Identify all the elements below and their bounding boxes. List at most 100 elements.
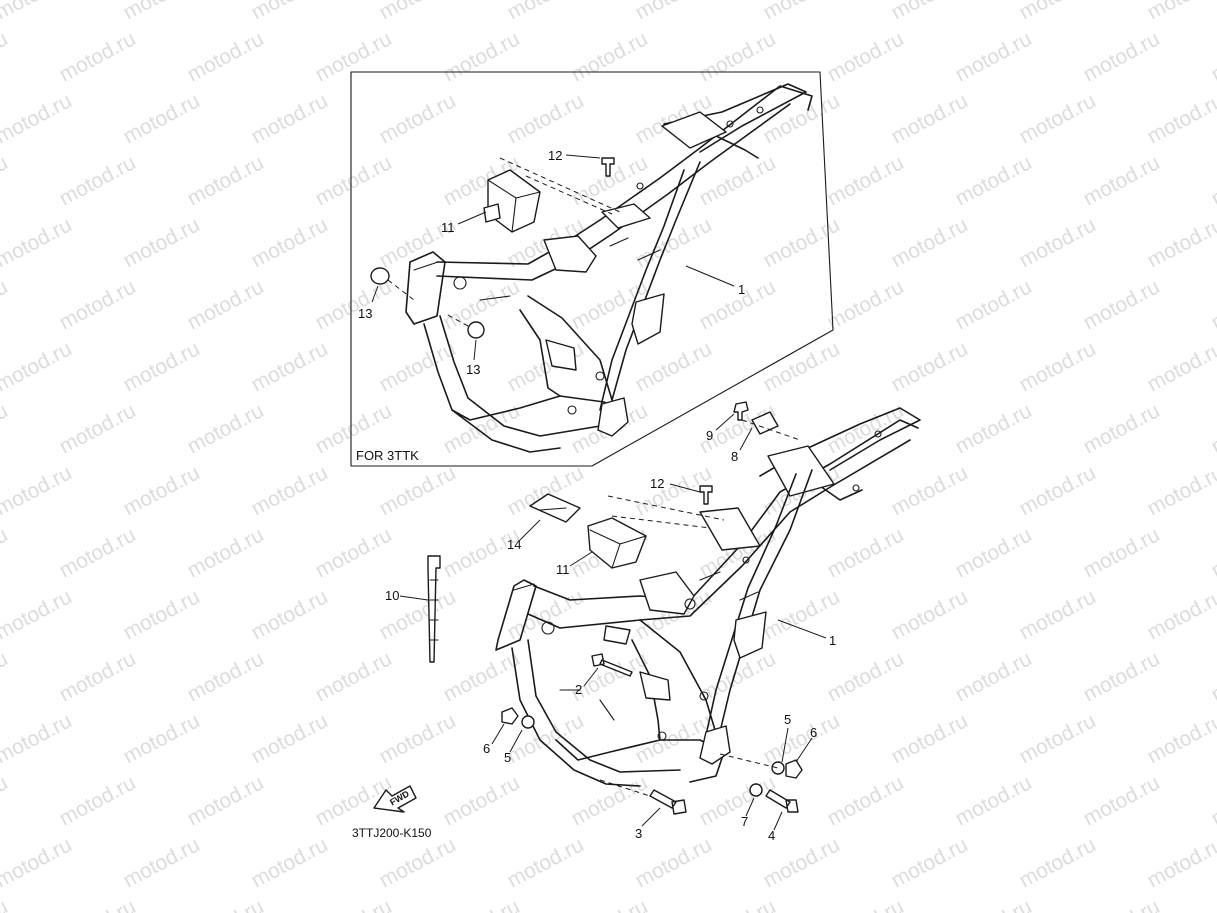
- watermark-text: motod.ru: [120, 89, 204, 148]
- watermark-text: motod.ru: [696, 895, 780, 913]
- watermark-text: motod.ru: [1208, 399, 1217, 458]
- watermark-text: motod.ru: [56, 523, 140, 582]
- watermark-text: motod.ru: [376, 0, 460, 24]
- watermark-text: motod.ru: [824, 771, 908, 830]
- watermark-text: motod.ru: [184, 771, 268, 830]
- watermark-text: motod.ru: [248, 213, 332, 272]
- watermark-text: motod.ru: [0, 213, 76, 272]
- watermark-text: motod.ru: [632, 0, 716, 24]
- bolt-3: [649, 789, 687, 815]
- watermark-text: motod.ru: [632, 213, 716, 272]
- washer-5-left: [521, 715, 535, 729]
- watermark-text: motod.ru: [504, 0, 588, 24]
- watermark-text: motod.ru: [1144, 461, 1217, 520]
- callout-main-7: 7: [741, 814, 748, 829]
- watermark-text: motod.ru: [312, 895, 396, 913]
- watermark-text: motod.ru: [1016, 337, 1100, 396]
- main-dash-line: [607, 495, 725, 529]
- callout-inset-13b: 13: [466, 362, 480, 377]
- watermark-text: motod.ru: [1208, 151, 1217, 210]
- watermark-text: motod.ru: [56, 27, 140, 86]
- watermark-text: motod.ru: [0, 647, 12, 706]
- watermark-text: motod.ru: [824, 523, 908, 582]
- watermark-text: motod.ru: [1144, 337, 1217, 396]
- callout-main-4: 4: [768, 828, 775, 843]
- watermark-text: motod.ru: [0, 523, 12, 582]
- watermark-text: motod.ru: [248, 0, 332, 24]
- watermark-text: motod.ru: [760, 337, 844, 396]
- watermark-text: motod.ru: [184, 647, 268, 706]
- bolt-2: [591, 653, 633, 677]
- watermark-text: motod.ru: [0, 833, 76, 892]
- watermark-text: motod.ru: [952, 771, 1036, 830]
- watermark-text: motod.ru: [120, 213, 204, 272]
- watermark-text: motod.ru: [952, 647, 1036, 706]
- watermark-text: motod.ru: [248, 585, 332, 644]
- nut-6-right: [785, 759, 803, 779]
- watermark-text: motod.ru: [440, 895, 524, 913]
- watermark-text: motod.ru: [1080, 771, 1164, 830]
- watermark-text: motod.ru: [0, 709, 76, 768]
- watermark-text: motod.ru: [56, 895, 140, 913]
- watermark-text: motod.ru: [248, 833, 332, 892]
- watermark-text: motod.ru: [184, 523, 268, 582]
- watermark-text: motod.ru: [888, 89, 972, 148]
- watermark-text: motod.ru: [120, 833, 204, 892]
- watermark-text: motod.ru: [0, 771, 12, 830]
- watermark-text: motod.ru: [0, 89, 76, 148]
- cable-tie-10: [427, 555, 441, 663]
- watermark-text: motod.ru: [376, 89, 460, 148]
- inset-panel: FOR 3TTK: [350, 71, 834, 467]
- watermark-text: motod.ru: [568, 27, 652, 86]
- watermark-text: motod.ru: [0, 399, 12, 458]
- watermark-text: motod.ru: [120, 709, 204, 768]
- watermark-text: motod.ru: [56, 647, 140, 706]
- watermark-text: motod.ru: [440, 647, 524, 706]
- inset-border: [350, 71, 834, 467]
- callout-main-1: 1: [829, 633, 836, 648]
- bolt-12: [699, 485, 713, 505]
- callout-main-6a: 6: [483, 741, 490, 756]
- callout-main-3: 3: [635, 826, 642, 841]
- pad-14: [529, 493, 581, 523]
- watermark-text: motod.ru: [888, 213, 972, 272]
- watermark-text: motod.ru: [1080, 275, 1164, 334]
- callout-main-10: 10: [385, 588, 399, 603]
- watermark-text: motod.ru: [1080, 523, 1164, 582]
- watermark-text: motod.ru: [1208, 895, 1217, 913]
- watermark-text: motod.ru: [824, 151, 908, 210]
- watermark-text: motod.ru: [56, 771, 140, 830]
- watermark-text: motod.ru: [376, 709, 460, 768]
- watermark-text: motod.ru: [1080, 27, 1164, 86]
- watermark-text: motod.ru: [952, 399, 1036, 458]
- watermark-text: motod.ru: [632, 337, 716, 396]
- watermark-text: motod.ru: [56, 399, 140, 458]
- main-leaders: [399, 413, 827, 831]
- watermark-text: motod.ru: [184, 151, 268, 210]
- watermark-text: motod.ru: [1016, 461, 1100, 520]
- watermark-text: motod.ru: [56, 151, 140, 210]
- inset-label: FOR 3TTK: [356, 448, 419, 463]
- callout-inset-12: 12: [548, 148, 562, 163]
- watermark-text: motod.ru: [760, 709, 844, 768]
- watermark-text: motod.ru: [1080, 647, 1164, 706]
- callout-main-5a: 5: [504, 750, 511, 765]
- watermark-text: motod.ru: [1144, 833, 1217, 892]
- watermark-text: motod.ru: [440, 523, 524, 582]
- watermark-text: motod.ru: [760, 213, 844, 272]
- watermark-text: motod.ru: [1080, 151, 1164, 210]
- watermark-text: motod.ru: [888, 709, 972, 768]
- washer-7: [749, 783, 763, 797]
- watermark-text: motod.ru: [312, 647, 396, 706]
- inset-frame: [405, 83, 813, 453]
- watermark-text: motod.ru: [1208, 275, 1217, 334]
- watermark-text: motod.ru: [120, 337, 204, 396]
- watermark-text: motod.ru: [376, 337, 460, 396]
- watermark-text: motod.ru: [1208, 647, 1217, 706]
- inset-cap-13a: [370, 267, 390, 285]
- callout-main-8: 8: [731, 449, 738, 464]
- watermark-text: motod.ru: [0, 337, 76, 396]
- watermark-text: motod.ru: [888, 833, 972, 892]
- inset-cap-13b: [467, 321, 485, 339]
